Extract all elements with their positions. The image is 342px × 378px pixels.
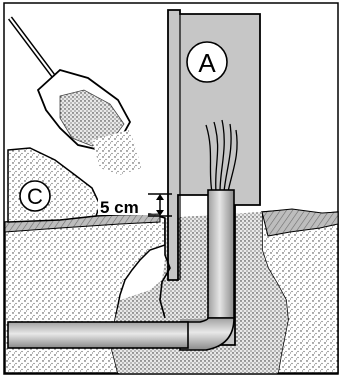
label-c: C xyxy=(27,184,43,209)
depth-label: 5 cm xyxy=(100,198,139,217)
conduit-vertical xyxy=(208,190,234,318)
label-a: A xyxy=(198,48,216,78)
conduit-horizontal xyxy=(8,322,188,348)
